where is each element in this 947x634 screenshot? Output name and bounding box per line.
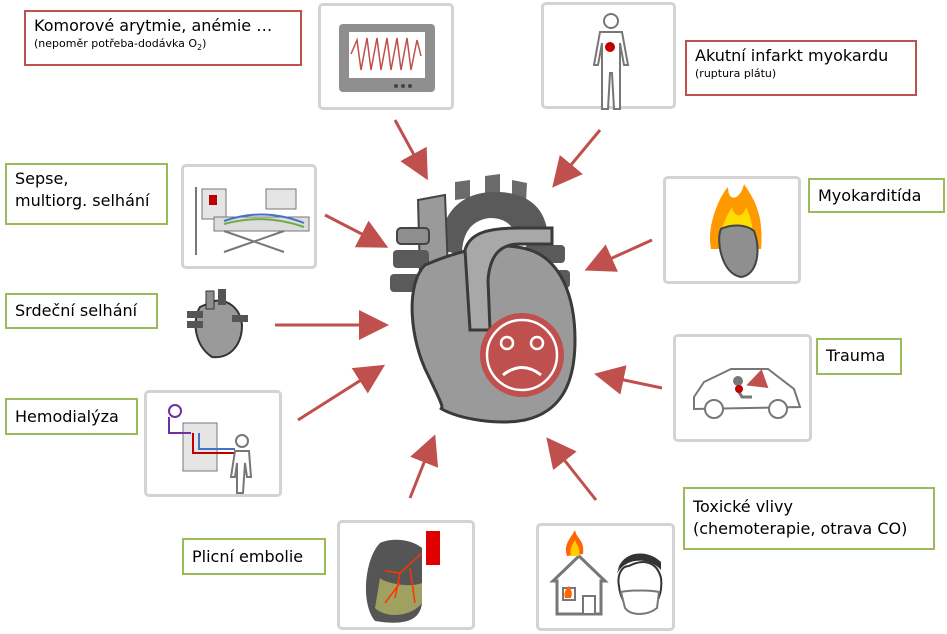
arrow-toxicke [546, 437, 598, 501]
label-toxicke-line2: (chemoterapie, otrava CO) [693, 519, 908, 538]
icu-frame [181, 164, 317, 269]
dialysis-icon [168, 404, 253, 494]
label-sepse-line2: multiorg. selhání [15, 191, 150, 210]
arrow-myokarditida [584, 238, 653, 272]
label-myokarditida: Myokarditída [808, 178, 945, 213]
label-sepse: Sepse, multiorg. selhání [5, 163, 168, 225]
car-crash-icon [693, 368, 802, 419]
label-hemodialyza: Hemodialýza [5, 398, 138, 435]
label-arytmie-title: Komorové arytmie, anémie … [34, 16, 273, 35]
label-infarkt-sub: (ruptura plátu) [695, 67, 777, 80]
label-selhani-text: Srdeční selhání [15, 301, 138, 320]
small-heart-frame [182, 285, 252, 365]
person-heart-icon [592, 13, 630, 110]
monitor-icon [339, 24, 435, 92]
label-trauma: Trauma [816, 338, 902, 375]
dialysis-frame [144, 390, 282, 497]
lung-embolism-icon [365, 531, 440, 623]
label-infarkt: Akutní infarkt myokardu (ruptura plátu) [685, 40, 917, 96]
icu-bed-icon [195, 187, 310, 255]
small-heart-icon [187, 289, 248, 359]
label-sepse-line1: Sepse, [15, 169, 69, 188]
label-hemodialyza-text: Hemodialýza [15, 407, 119, 426]
house-frame [536, 523, 675, 631]
arrow-trauma [594, 365, 663, 395]
arrow-sepse [324, 213, 389, 248]
monitor-frame [318, 3, 454, 110]
arrow-arytmie [393, 119, 428, 181]
central-heart-icon [390, 174, 577, 424]
arrow-hemodialyza [297, 364, 386, 422]
arrow-infarkt [552, 129, 602, 188]
fire-heart-frame [663, 176, 801, 284]
label-arytmie-sub: (nepoměr potřeba-dodávka O2) [34, 37, 207, 53]
sad-face-icon [480, 313, 564, 397]
lung-frame [337, 520, 475, 630]
house-fire-mask-icon [549, 530, 663, 616]
label-toxicke-line1: Toxické vlivy [693, 497, 793, 516]
label-trauma-text: Trauma [826, 346, 886, 365]
label-selhani: Srdeční selhání [5, 293, 158, 329]
label-embolie-text: Plicní embolie [192, 547, 304, 566]
label-infarkt-title: Akutní infarkt myokardu [695, 46, 889, 65]
label-arytmie: Komorové arytmie, anémie … (nepoměr potř… [24, 10, 302, 66]
label-myokarditida-text: Myokarditída [818, 186, 922, 205]
car-frame [673, 334, 812, 442]
burning-heart-icon [709, 184, 762, 279]
person-frame [541, 2, 676, 110]
arrows [275, 119, 663, 501]
arrow-embolie [408, 434, 439, 499]
label-toxicke: Toxické vlivy (chemoterapie, otrava CO) [683, 487, 935, 550]
label-embolie: Plicní embolie [182, 538, 326, 575]
